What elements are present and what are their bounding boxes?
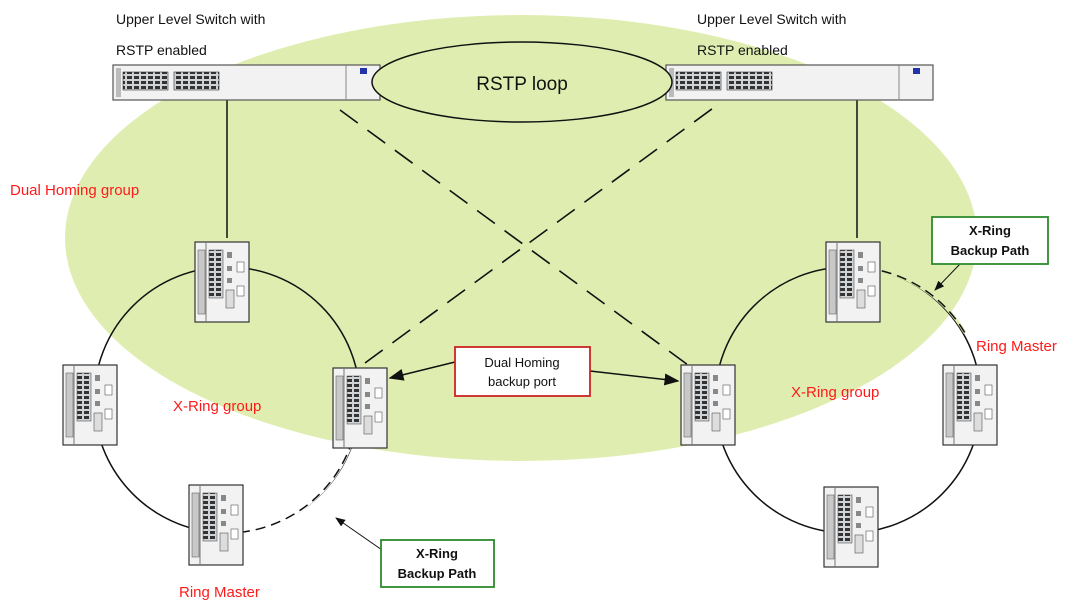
dual-homing-link-left [364,102,721,364]
ring-switch-left-bottom [188,484,244,566]
ring-switch-right-top [825,241,881,323]
x-ring-backup-path-callout-right: X-Ring Backup Path [931,216,1049,265]
ring-master-left-label: Ring Master [179,584,260,601]
upper-switch-right [665,64,934,101]
upper-switch-left-label-line2: RSTP enabled [116,42,207,58]
backup-port-line2: backup port [488,374,556,389]
backup-port-arrow-right [589,370,680,386]
upper-switch-left [112,64,381,101]
x-ring-group-left-label: X-Ring group [173,398,261,415]
dual-homing-link-right [339,109,689,366]
upper-switch-right-label-line2: RSTP enabled [697,42,788,58]
rstp-loop-ellipse [371,41,673,123]
upper-switch-right-label-line1: Upper Level Switch with [697,11,846,27]
x-ring-backup-path-callout-left: X-Ring Backup Path [380,539,495,588]
ring-switch-left-right [332,367,388,449]
ring-switch-right-left [680,364,736,446]
ring-switch-right-right [942,364,998,446]
dual-homing-group-label: Dual Homing group [10,182,139,199]
backup-path-arrow-left [335,517,383,551]
backup-path-left-line2: Backup Path [398,566,477,581]
backup-path-right-line1: X-Ring [969,223,1011,238]
x-ring-group-right-label: X-Ring group [791,384,879,401]
rstp-loop-label: RSTP loop [476,74,568,95]
ring-master-right-label: Ring Master [976,338,1057,355]
backup-path-left-line1: X-Ring [416,546,458,561]
dual-homing-area [65,15,977,461]
backup-port-arrow-left [388,361,456,381]
ring-switch-left-left [62,364,118,446]
backup-port-line1: Dual Homing [484,355,559,370]
upper-switch-left-label-line1: Upper Level Switch with [116,11,265,27]
backup-path-arrow-right [934,263,961,291]
backup-path-right-line2: Backup Path [951,243,1030,258]
dual-homing-backup-port-callout: Dual Homing backup port [454,346,591,397]
ring-switch-left-top [194,241,250,323]
ring-switch-right-bottom [823,486,879,568]
